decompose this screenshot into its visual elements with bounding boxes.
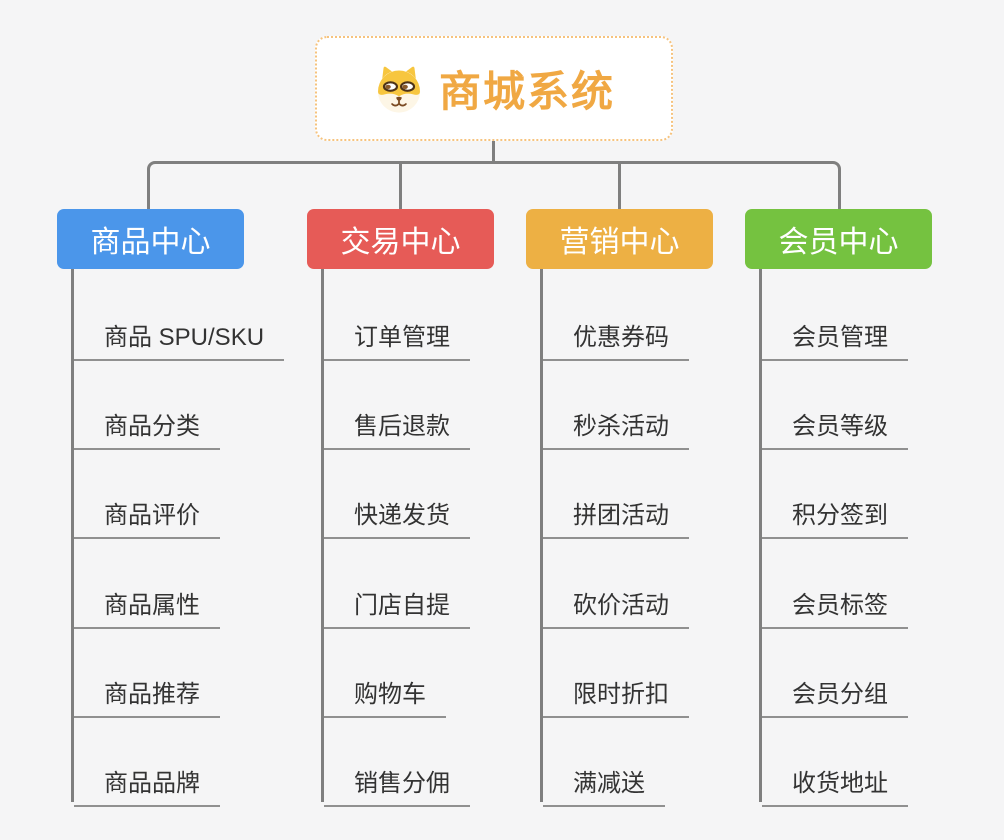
leaf-node[interactable]: 会员标签 bbox=[762, 576, 908, 629]
leaf-node[interactable]: 会员等级 bbox=[762, 397, 908, 450]
connector-drop-branch-2 bbox=[399, 164, 402, 210]
branch-column-marketing: 优惠券码 秒杀活动 拼团活动 砍价活动 限时折扣 满减送 bbox=[540, 269, 793, 807]
leaf-node[interactable]: 满减送 bbox=[543, 754, 665, 807]
leaf-node[interactable]: 快递发货 bbox=[324, 486, 470, 539]
leaf-node[interactable]: 销售分佣 bbox=[324, 754, 470, 807]
leaf-node[interactable]: 订单管理 bbox=[324, 308, 470, 361]
leaf-node[interactable]: 商品 SPU/SKU bbox=[74, 308, 285, 361]
leaf-node[interactable]: 购物车 bbox=[324, 665, 446, 718]
leaf-node[interactable]: 砍价活动 bbox=[543, 576, 689, 629]
leaf-node[interactable]: 会员管理 bbox=[762, 308, 908, 361]
leaf-node[interactable]: 优惠券码 bbox=[543, 308, 689, 361]
branch-label: 交易中心 bbox=[340, 226, 461, 259]
branch-node-marketing-center[interactable]: 营销中心 bbox=[526, 209, 713, 269]
root-title: 商城系统 bbox=[438, 68, 615, 115]
leaf-node[interactable]: 拼团活动 bbox=[543, 486, 689, 539]
branch-column-product: 商品 SPU/SKU 商品分类 商品评价 商品属性 商品推荐 商品品牌 bbox=[71, 269, 324, 807]
connector-root-drop bbox=[492, 139, 495, 164]
leaf-node[interactable]: 商品属性 bbox=[74, 576, 220, 629]
branch-label: 会员中心 bbox=[778, 226, 899, 259]
leaf-node[interactable]: 积分签到 bbox=[762, 486, 908, 539]
leaf-node[interactable]: 商品评价 bbox=[74, 486, 220, 539]
connector-main-elbow bbox=[147, 161, 841, 210]
leaf-node[interactable]: 限时折扣 bbox=[543, 665, 689, 718]
leaf-node[interactable]: 商品品牌 bbox=[74, 754, 220, 807]
leaf-node[interactable]: 门店自提 bbox=[324, 576, 470, 629]
branch-node-product-center[interactable]: 商品中心 bbox=[57, 209, 244, 269]
leaf-node[interactable]: 商品推荐 bbox=[74, 665, 220, 718]
branch-node-member-center[interactable]: 会员中心 bbox=[745, 209, 932, 269]
branch-node-trade-center[interactable]: 交易中心 bbox=[307, 209, 494, 269]
branch-label: 商品中心 bbox=[90, 226, 211, 259]
leaf-node[interactable]: 售后退款 bbox=[324, 397, 470, 450]
leaf-node[interactable]: 收货地址 bbox=[762, 754, 908, 807]
root-node-mall-system[interactable]: 商城系统 bbox=[315, 36, 673, 141]
dog-icon bbox=[373, 64, 425, 114]
leaf-node[interactable]: 会员分组 bbox=[762, 665, 908, 718]
connector-drop-branch-3 bbox=[618, 164, 621, 210]
leaf-node[interactable]: 秒杀活动 bbox=[543, 397, 689, 450]
leaf-node[interactable]: 商品分类 bbox=[74, 397, 220, 450]
branch-column-member: 会员管理 会员等级 积分签到 会员标签 会员分组 收货地址 bbox=[759, 269, 1004, 807]
branch-label: 营销中心 bbox=[559, 226, 680, 259]
branch-column-trade: 订单管理 售后退款 快递发货 门店自提 购物车 销售分佣 bbox=[321, 269, 574, 807]
